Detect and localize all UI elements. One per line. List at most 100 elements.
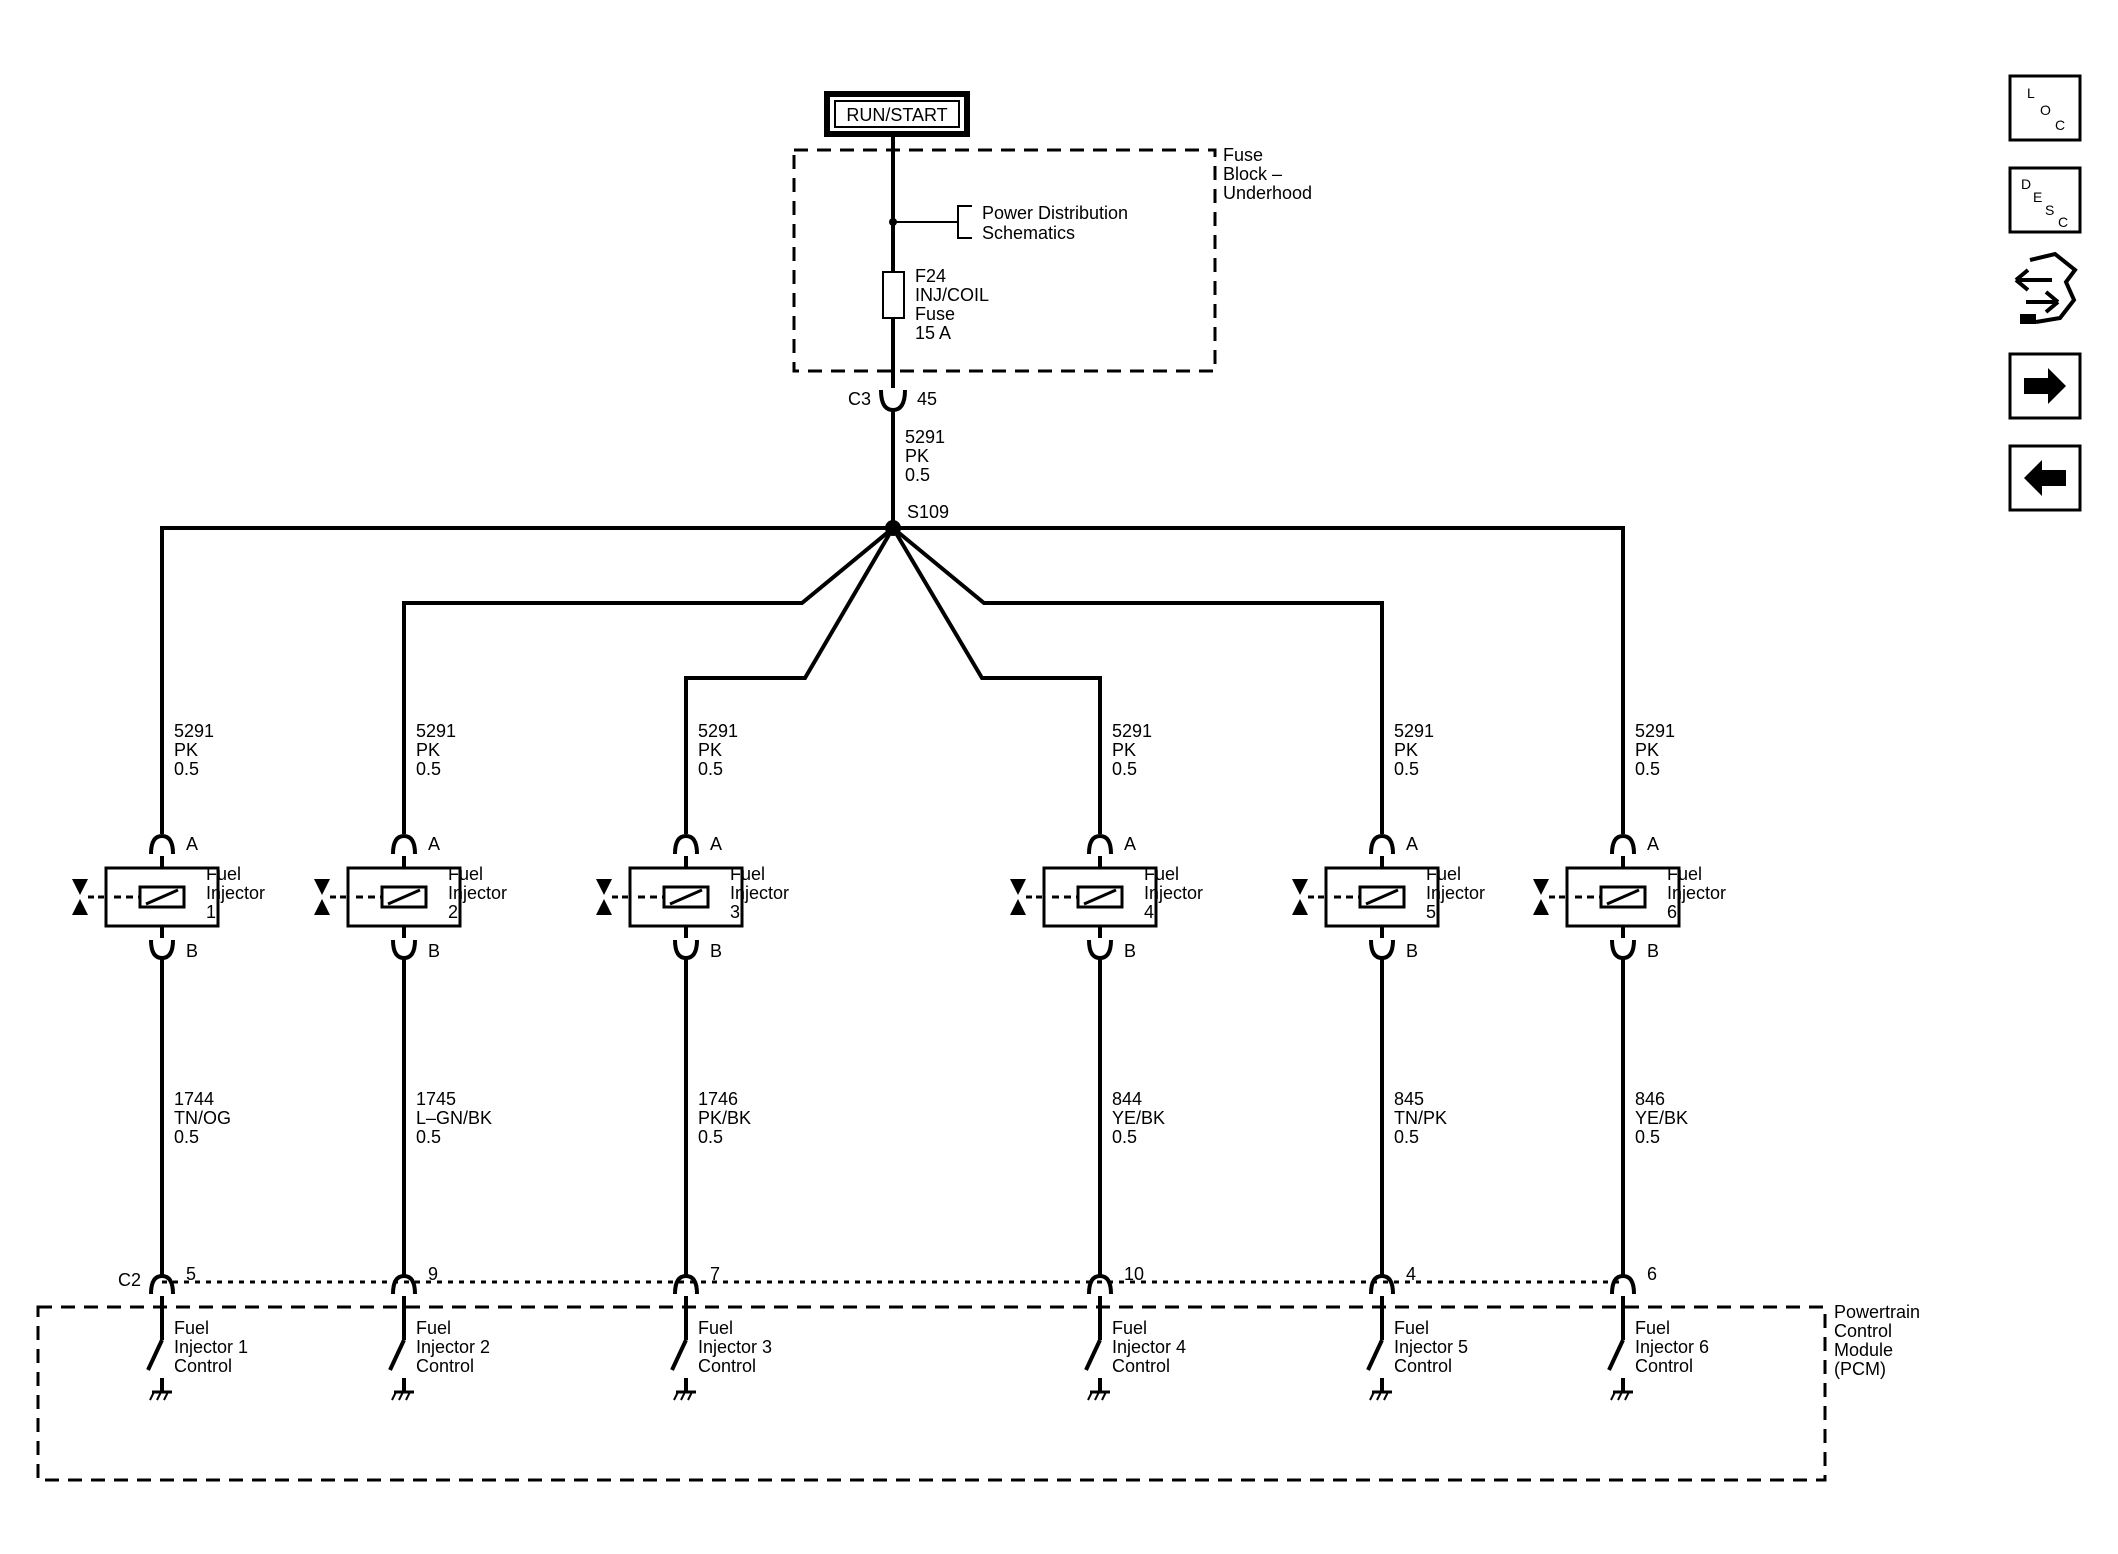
connector-end-view-button[interactable]: [2010, 251, 2080, 330]
fuel-injector-5: [1324, 866, 1440, 928]
fuse-block-label-line-1: Fuse: [1223, 145, 1263, 165]
injector-6-pin-a: A: [1647, 834, 1659, 854]
injector-6-control-circuit: 846: [1635, 1089, 1665, 1109]
injector-5-pcm-label-line-3: Control: [1394, 1356, 1452, 1376]
run-start-label: RUN/START: [846, 105, 947, 125]
injector-2-control-size: 0.5: [416, 1127, 441, 1147]
fuel-injector-2-circuit: 5291PK0.5AFuelInjector2B1745L–GN/BK0.59F…: [314, 721, 507, 1401]
injector-1-control-size: 0.5: [174, 1127, 199, 1147]
fuel-injector-4-circuit: 5291PK0.5AFuelInjector4B844YE/BK0.510Fue…: [1010, 721, 1203, 1401]
feed-wire-size: 0.5: [905, 465, 930, 485]
injector-5-pcm-label-line-2: Injector 5: [1394, 1337, 1468, 1357]
fuel-injector-6: [1565, 866, 1681, 928]
injector-2-control-color: L–GN/BK: [416, 1108, 492, 1128]
injector-2-nozzle-icon: [314, 879, 348, 915]
fuse-label-line-2: INJ/COIL: [915, 285, 989, 305]
injector-3-pin-a: A: [710, 834, 722, 854]
injector-4-ground-icon: [1087, 1390, 1110, 1401]
arrow-left-icon: [2024, 460, 2066, 496]
desc-icon: D E S C: [2021, 176, 2068, 230]
pcm-label-line-3: Module: [1834, 1340, 1893, 1360]
injector-5-pin-a: A: [1406, 834, 1418, 854]
injector-4-name-line-1: Fuel: [1144, 864, 1179, 884]
feed-wire-color: PK: [905, 446, 929, 466]
injector-1-pin-a: A: [186, 834, 198, 854]
desc-button[interactable]: D E S C: [2008, 166, 2082, 234]
injector-6-control-color: YE/BK: [1635, 1108, 1688, 1128]
connector-c2-name: C2: [118, 1270, 141, 1290]
injector-6-name-line-1: Fuel: [1667, 864, 1702, 884]
injector-5-ground-icon: [1369, 1390, 1392, 1401]
injector-3-name-line-2: Injector: [730, 883, 789, 903]
desc-letter-s: S: [2045, 202, 2054, 218]
connector-c3-name: C3: [848, 389, 871, 409]
injector-4-control-color: YE/BK: [1112, 1108, 1165, 1128]
injector-5-nozzle-icon: [1292, 879, 1326, 915]
injectors: 5291PK0.5AFuelInjector1B1744TN/OG0.55Fue…: [72, 721, 1726, 1401]
injector-4-pcm-label-line-1: Fuel: [1112, 1318, 1147, 1338]
injector-5-name-line-1: Fuel: [1426, 864, 1461, 884]
fuse-label-line-4: 15 A: [915, 323, 951, 343]
injector-4-control-circuit: 844: [1112, 1089, 1142, 1109]
connector-end-view-icon: [2014, 251, 2078, 324]
injector-5-name-line-3: 5: [1426, 902, 1436, 922]
injector-5-pcm-label-line-1: Fuel: [1394, 1318, 1429, 1338]
fuel-injector-3: [628, 866, 744, 928]
run-start-power-source: RUN/START: [824, 91, 970, 137]
feed-wire-label: 5291 PK 0.5: [905, 427, 945, 485]
previous-page-button[interactable]: [2008, 444, 2082, 512]
injector-6-control-size: 0.5: [1635, 1127, 1660, 1147]
injector-4-feed-size: 0.5: [1112, 759, 1137, 779]
desc-letter-e: E: [2033, 189, 2042, 205]
injector-3-pcm-label-line-2: Injector 3: [698, 1337, 772, 1357]
connector-c3-pin: 45: [917, 389, 937, 409]
power-distribution-reference[interactable]: Power Distribution Schematics: [889, 203, 1128, 243]
fuel-injector-1: [104, 866, 220, 928]
injector-3-ground-icon: [673, 1390, 696, 1401]
injector-4-feed-color: PK: [1112, 740, 1136, 760]
fuel-injector-1-circuit: 5291PK0.5AFuelInjector1B1744TN/OG0.55Fue…: [72, 721, 265, 1401]
pcm-label-line-1: Powertrain: [1834, 1302, 1920, 1322]
injector-2-pcm-label-line-3: Control: [416, 1356, 474, 1376]
fuse-block-label-line-3: Underhood: [1223, 183, 1312, 203]
loc-letter-o: O: [2040, 102, 2051, 118]
injector-1-pcm-pin: 5: [186, 1264, 196, 1284]
pcm-module: Powertrain Control Module (PCM): [36, 1302, 1920, 1482]
arrow-right-icon: [2024, 368, 2066, 404]
pcm-label-line-4: (PCM): [1834, 1359, 1886, 1379]
injector-4-pin-a: A: [1124, 834, 1136, 854]
injector-1-pcm-label-line-3: Control: [174, 1356, 232, 1376]
fuel-injector-5-circuit: 5291PK0.5AFuelInjector5B845TN/PK0.54Fuel…: [1292, 721, 1485, 1401]
next-page-button[interactable]: [2008, 352, 2082, 420]
injector-2-name-line-3: 2: [448, 902, 458, 922]
injector-2-pcm-label-line-1: Fuel: [416, 1318, 451, 1338]
connector-c3: C3 45: [848, 389, 937, 413]
injector-1-pin-b: B: [186, 941, 198, 961]
injector-6-name-line-2: Injector: [1667, 883, 1726, 903]
injector-6-feed-color: PK: [1635, 740, 1659, 760]
injector-2-pcm-pin: 9: [428, 1264, 438, 1284]
injector-3-control-circuit: 1746: [698, 1089, 738, 1109]
injector-1-name-line-3: 1: [206, 902, 216, 922]
splice-name: S109: [907, 502, 949, 522]
injector-5-control-circuit: 845: [1394, 1089, 1424, 1109]
pcm-label-line-2: Control: [1834, 1321, 1892, 1341]
injector-2-ground-icon: [391, 1390, 414, 1401]
injector-2-pin-a: A: [428, 834, 440, 854]
loc-icon: L O C: [2027, 85, 2065, 133]
injector-2-pin-b: B: [428, 941, 440, 961]
injector-3-name-line-1: Fuel: [730, 864, 765, 884]
injector-1-pcm-label-line-1: Fuel: [174, 1318, 209, 1338]
injector-3-feed-circuit: 5291: [698, 721, 738, 741]
desc-letter-d: D: [2021, 176, 2031, 192]
injector-5-feed-circuit: 5291: [1394, 721, 1434, 741]
loc-button[interactable]: L O C: [2008, 74, 2082, 142]
injector-1-pcm-label-line-2: Injector 1: [174, 1337, 248, 1357]
injector-1-control-color: TN/OG: [174, 1108, 231, 1128]
injector-4-pcm-label-line-3: Control: [1112, 1356, 1170, 1376]
injector-4-nozzle-icon: [1010, 879, 1044, 915]
injector-1-nozzle-icon: [72, 879, 106, 915]
injector-1-name-line-2: Injector: [206, 883, 265, 903]
injector-6-feed-size: 0.5: [1635, 759, 1660, 779]
injector-1-feed-color: PK: [174, 740, 198, 760]
